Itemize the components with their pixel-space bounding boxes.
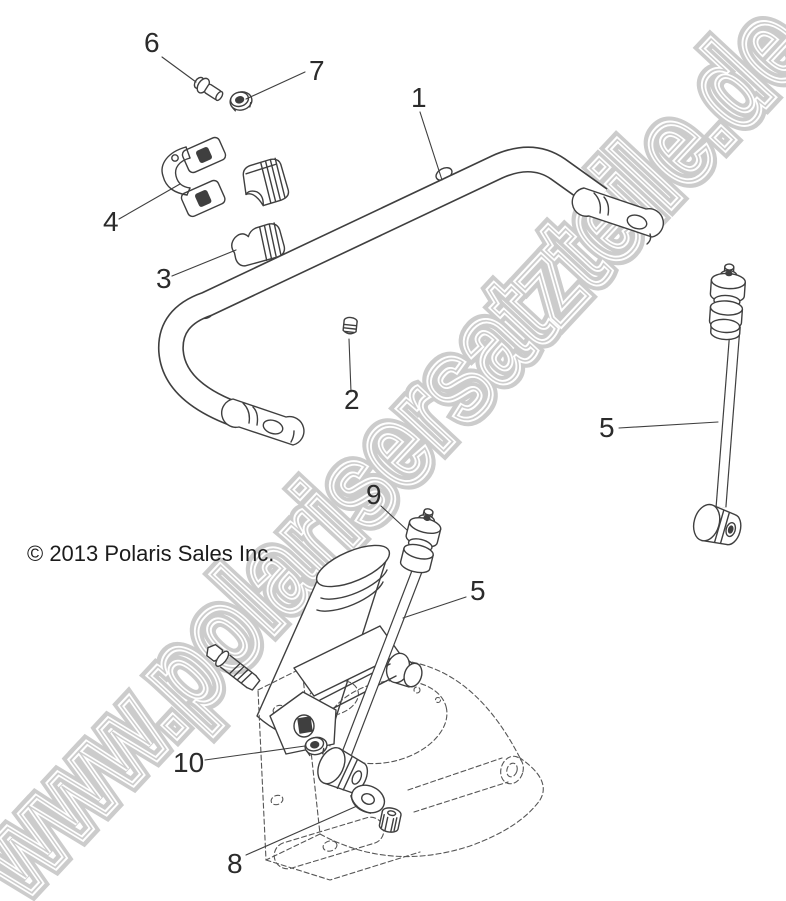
- callout-5-right: 5: [599, 412, 615, 443]
- pivot-bolt: [206, 643, 261, 691]
- part-9-bushing-stack: [399, 508, 442, 574]
- callout-6: 6: [144, 27, 160, 58]
- part-8-washer: [350, 784, 386, 814]
- leader-line-10: [204, 745, 306, 761]
- arm-bushing-nut: [378, 807, 402, 833]
- leader-line-9: [380, 505, 408, 531]
- bar-tab-left-hole: [262, 419, 284, 435]
- bar-tab-right-hole: [626, 214, 648, 230]
- leader-line-3: [171, 249, 237, 277]
- part-1-stabilizer-bar: [157, 146, 664, 446]
- callout-8: 8: [227, 848, 243, 879]
- callout-10: 10: [173, 747, 204, 778]
- part-10-nut: [304, 736, 328, 757]
- callout-2: 2: [344, 384, 360, 415]
- part-3-bushing-upper: [242, 157, 290, 207]
- shock-absorber: [256, 544, 391, 739]
- leader-line-4: [118, 183, 181, 220]
- callout-5-lower: 5: [470, 575, 486, 606]
- link-right-bushing-stack: [708, 263, 746, 341]
- callout-labels: 6 7 1 4 3 2 5 9 5 10 8: [103, 27, 615, 879]
- callout-9: 9: [366, 479, 382, 510]
- part-3-bushing-lower: [231, 222, 286, 267]
- bar-tab-left: [221, 398, 305, 446]
- part-6-flange-bolt: [193, 76, 224, 102]
- leader-line-8: [245, 805, 358, 856]
- part-4-clamp-bracket: [161, 136, 227, 218]
- callout-1: 1: [411, 82, 427, 113]
- callout-4: 4: [103, 206, 119, 237]
- leader-line-5-lower: [402, 596, 467, 619]
- diagram-linework: [118, 56, 746, 881]
- leader-line-5-right: [618, 421, 719, 429]
- link-lower-barrel: [317, 747, 369, 794]
- part-7-flange-nut: [229, 91, 253, 112]
- copyright-notice: © 2013 Polaris Sales Inc.: [27, 541, 274, 566]
- part-5-link-lower: [317, 508, 442, 794]
- part-5-link-right: [692, 263, 746, 546]
- callout-7: 7: [309, 55, 325, 86]
- mount-bracket: [269, 625, 423, 755]
- leader-line-2: [348, 338, 352, 393]
- leader-line-7: [245, 71, 306, 100]
- leader-lines: [118, 56, 719, 856]
- leader-line-6: [161, 56, 197, 83]
- link-right-barrel: [692, 503, 742, 546]
- part-2-screw: [342, 316, 358, 335]
- callout-3: 3: [156, 263, 172, 294]
- leader-line-1: [419, 111, 443, 181]
